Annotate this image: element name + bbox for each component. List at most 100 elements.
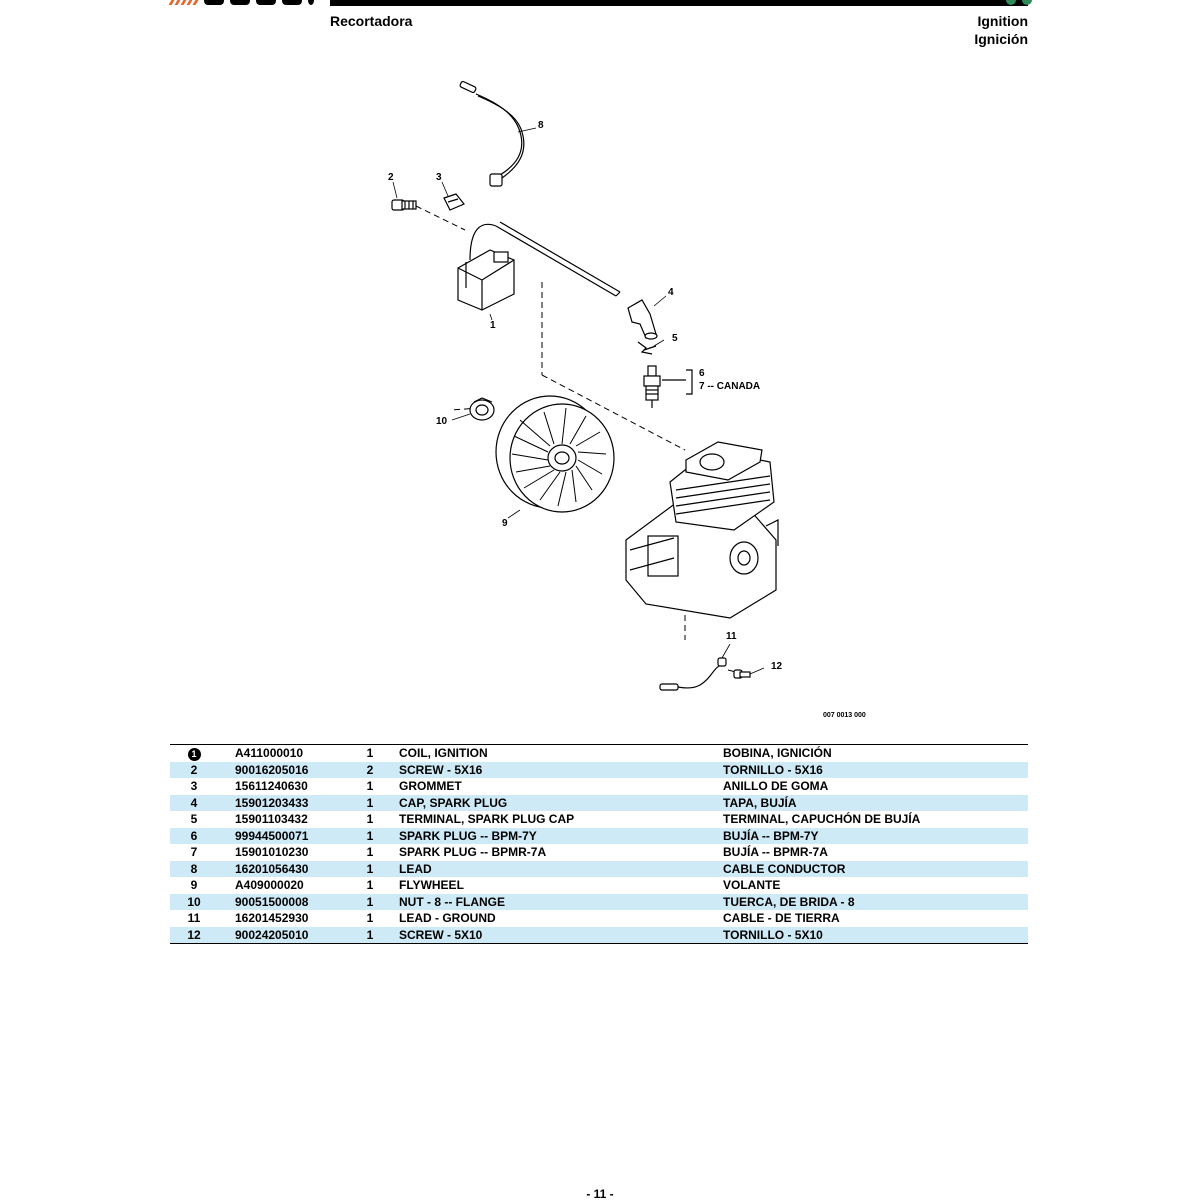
description-spanish: BUJÍA -- BPMR-7A xyxy=(723,845,828,860)
description-spanish: BOBINA, IGNICIÓN xyxy=(723,746,832,761)
exploded-parts-diagram: 8 2 3 1 4 5 6 7 -- CANADA 10 9 11 12 xyxy=(388,80,783,691)
page-title-english: Ignition xyxy=(977,13,1028,29)
quantity: 2 xyxy=(355,761,385,778)
quantity: 1 xyxy=(366,911,374,926)
quantity: 1 xyxy=(355,794,385,811)
quantity: 1 xyxy=(366,746,374,761)
description-spanish: ANILLO DE GOMA xyxy=(723,779,829,794)
lead-wire-drawing xyxy=(459,80,525,187)
callout-8: 8 xyxy=(538,120,544,131)
item-number: 2 xyxy=(170,761,218,778)
part-number: 15901103432 xyxy=(235,812,308,827)
callout-2: 2 xyxy=(388,172,394,183)
description-spanish: TUERCA, DE BRIDA - 8 xyxy=(723,893,1028,910)
parts-table-body: 1 A411000010 1 COIL, IGNITION BOBINA, IGNICI… xyxy=(170,745,1028,944)
item-number: 12 xyxy=(170,926,218,944)
screw-5x16-drawing xyxy=(391,199,417,211)
part-number: 15901203433 xyxy=(218,794,355,811)
flywheel-drawing xyxy=(495,395,615,513)
quantity: 1 xyxy=(355,893,385,910)
table-row: 1 A411000010 1 COIL, IGNITION BOBINA, IGNICI… xyxy=(170,745,1028,762)
part-number: A411000010 xyxy=(235,746,304,761)
quantity: 1 xyxy=(355,926,385,944)
callout-4: 4 xyxy=(668,287,674,298)
quantity: 1 xyxy=(355,827,385,844)
quantity: 1 xyxy=(366,779,374,794)
quantity: 1 xyxy=(366,878,374,893)
item-number: 10 xyxy=(170,893,218,910)
diagram-reference-code: 007 0013 000 xyxy=(823,712,866,719)
description-english: SCREW - 5X16 xyxy=(385,761,723,778)
description-english: SPARK PLUG -- BPM-7Y xyxy=(385,827,723,844)
terminal-drawing xyxy=(637,341,657,355)
description-english: CAP, SPARK PLUG xyxy=(385,794,723,811)
callout-7-canada: 7 -- CANADA xyxy=(699,381,760,392)
quantity: 1 xyxy=(366,812,374,827)
description-spanish: TORNILLO - 5X10 xyxy=(723,926,1028,944)
callout-10: 10 xyxy=(436,416,448,427)
item-number: 11 xyxy=(187,911,201,926)
part-number: 99944500071 xyxy=(218,827,355,844)
grommet-drawing xyxy=(443,193,465,211)
description-spanish: CABLE CONDUCTOR xyxy=(723,860,1028,877)
description-english: SCREW - 5X10 xyxy=(385,926,723,944)
item-number: 9 xyxy=(190,878,198,893)
description-english: LEAD - GROUND xyxy=(399,911,496,926)
callout-5: 5 xyxy=(672,333,678,344)
page-title-left: Recortadora xyxy=(330,13,413,29)
engine-block-drawing xyxy=(625,441,779,619)
part-number: A409000020 xyxy=(235,878,304,893)
part-number: 90016205016 xyxy=(218,761,355,778)
description-english: GROMMET xyxy=(399,779,462,794)
item-number: 6 xyxy=(170,827,218,844)
item-number: 1 xyxy=(170,745,218,762)
description-english: SPARK PLUG -- BPMR-7A xyxy=(399,845,547,860)
ignition-coil-drawing xyxy=(457,221,621,311)
part-number: 90051500008 xyxy=(218,893,355,910)
item-number: 3 xyxy=(190,779,198,794)
page-title-spanish: Ignición xyxy=(974,31,1028,47)
screw-5x10-drawing xyxy=(733,669,751,679)
spark-plug-drawing xyxy=(643,365,693,408)
callout-1: 1 xyxy=(490,320,496,331)
item-number-badge: 1 xyxy=(187,748,201,762)
callout-11: 11 xyxy=(726,631,737,642)
description-spanish: TERMINAL, CAPUCHÓN DE BUJÍA xyxy=(723,812,921,827)
page-number: - 11 - xyxy=(586,1187,614,1201)
brand-logo xyxy=(168,0,318,7)
description-spanish: VOLANTE xyxy=(723,878,781,893)
item-number: 8 xyxy=(170,860,218,877)
flange-nut-drawing xyxy=(469,397,495,421)
description-english: LEAD xyxy=(385,860,723,877)
description-spanish: TORNILLO - 5X16 xyxy=(723,761,1028,778)
callout-9: 9 xyxy=(502,518,508,529)
table-row: 5 15901103432 1 TERMINAL, SPARK PLUG CAP TER… xyxy=(170,811,1028,828)
description-english: TERMINAL, SPARK PLUG CAP xyxy=(399,812,575,827)
description-spanish: BUJÍA -- BPM-7Y xyxy=(723,827,1028,844)
callout-6: 6 xyxy=(699,368,705,379)
description-spanish: TAPA, BUJÍA xyxy=(723,794,1028,811)
part-number: 15901010230 xyxy=(235,845,309,860)
description-english: COIL, IGNITION xyxy=(399,746,488,761)
description-spanish: CABLE - DE TIERRA xyxy=(723,911,840,926)
quantity: 1 xyxy=(366,845,374,860)
callout-3: 3 xyxy=(436,172,442,183)
description-english: NUT - 8 -- FLANGE xyxy=(385,893,723,910)
header-bar xyxy=(330,0,1032,6)
item-number: 5 xyxy=(190,812,198,827)
spark-plug-cap-drawing xyxy=(627,299,658,340)
part-number: 16201452930 xyxy=(235,911,309,926)
part-number: 16201056430 xyxy=(218,860,355,877)
ground-lead-drawing xyxy=(659,657,727,691)
table-row: 11 16201452930 1 LEAD - GROUND CABLE - DE TI… xyxy=(170,910,1028,927)
item-number: 4 xyxy=(170,794,218,811)
